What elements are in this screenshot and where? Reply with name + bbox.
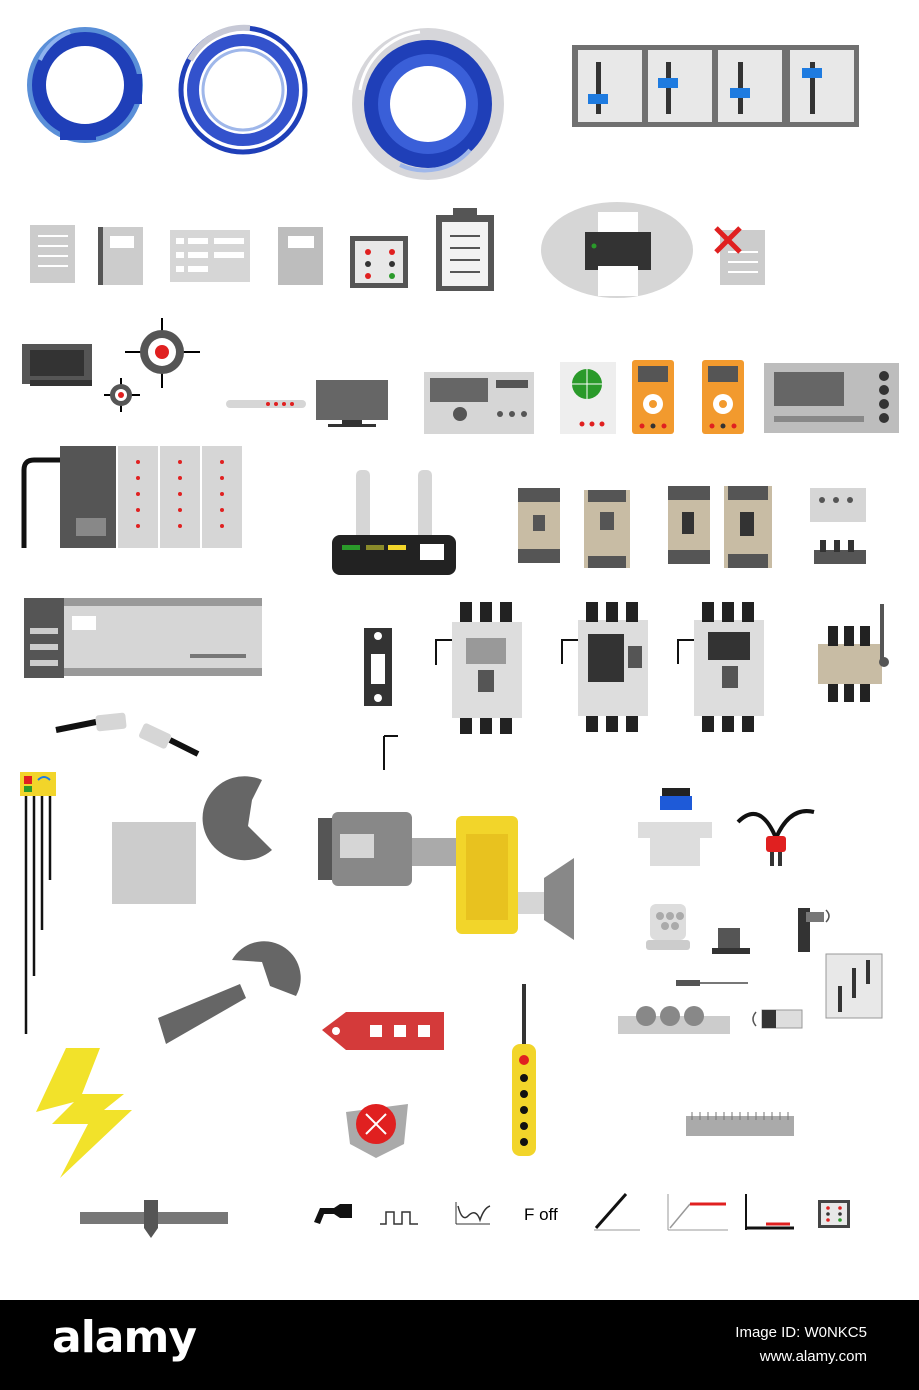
plug-icon (736, 809, 815, 866)
breaker-icon (668, 486, 710, 564)
rejected-document-icon (714, 226, 765, 285)
ramp-icon (594, 1193, 640, 1231)
disconnect-switch-icon (818, 604, 889, 702)
electric-motor-icon (318, 812, 458, 886)
plc-board-icon (24, 598, 262, 678)
oscilloscope-icon (560, 362, 616, 434)
icon-sheet: F off (20, 24, 899, 1238)
printer-icon (541, 202, 693, 298)
roller-icon (618, 1006, 730, 1034)
flashlight-icon (314, 1204, 352, 1224)
chart-panel-icon (825, 953, 883, 1019)
plc-rack-icon (21, 446, 242, 548)
wrench-icon (112, 776, 272, 904)
multimeter-icon (702, 360, 744, 434)
cable-icon (55, 712, 200, 757)
gearbox-icon (456, 816, 574, 940)
sensor-probe-icon (20, 772, 56, 1034)
breaker-icon (724, 486, 772, 568)
hmi-panel-icon (22, 344, 92, 386)
clipboard-icon (436, 208, 494, 291)
f-off-label: F off (524, 1205, 558, 1224)
emergency-stop-icon (346, 1104, 408, 1158)
image-id-text: Image ID: W0NKC5 (735, 1324, 867, 1341)
limit-sensor-icon (752, 1009, 803, 1029)
push-button-icon (638, 788, 712, 866)
url-text: www.alamy.com (759, 1348, 867, 1365)
ruler-icon (686, 1112, 794, 1136)
f-off-text: F off (524, 1205, 558, 1224)
terminal-block-icon (810, 488, 866, 564)
step-icon (745, 1194, 794, 1230)
breaker-icon (518, 488, 560, 563)
document-icon (30, 225, 75, 283)
slider-panel-icon (572, 45, 859, 127)
tech-ring-icon (27, 27, 143, 143)
logo-text: alamy (52, 1312, 197, 1363)
list-icon (170, 230, 250, 282)
wrench-icon (158, 941, 301, 1044)
tech-ring-icon (178, 24, 308, 155)
indicator-panel-icon (818, 1200, 850, 1228)
screwdriver-icon (676, 980, 748, 986)
mount-sensor-icon (712, 928, 750, 954)
monitor-icon (316, 380, 388, 427)
contactor-icon (561, 602, 648, 732)
footer-bar: alamy Image ID: W0NKC5 www.alamy.com (0, 1300, 919, 1390)
contactor-icon (435, 602, 522, 734)
hex-sensor-icon (646, 904, 690, 950)
square-wave-icon (380, 1211, 418, 1225)
ramp-limit-icon (667, 1194, 728, 1231)
tech-ring-icon (352, 28, 504, 180)
multimeter-icon (632, 360, 674, 434)
fuse-icon (364, 628, 398, 770)
breaker-icon (584, 490, 630, 568)
proximity-sensor-icon (798, 908, 830, 952)
lightning-icon (36, 1048, 132, 1178)
controller-unit-icon (424, 372, 534, 434)
target-icon (104, 318, 200, 412)
router-icon (332, 470, 456, 575)
meter-panel-icon (764, 363, 899, 433)
slider-icon (80, 1200, 228, 1238)
tag-icon (322, 1012, 444, 1050)
waveform-icon (455, 1202, 491, 1225)
notebook-icon (278, 227, 323, 285)
binder-icon (98, 227, 143, 285)
probe-icon (226, 400, 306, 408)
pendant-control-icon (512, 984, 536, 1156)
indicator-panel-icon (350, 236, 408, 288)
contactor-icon (677, 602, 764, 732)
